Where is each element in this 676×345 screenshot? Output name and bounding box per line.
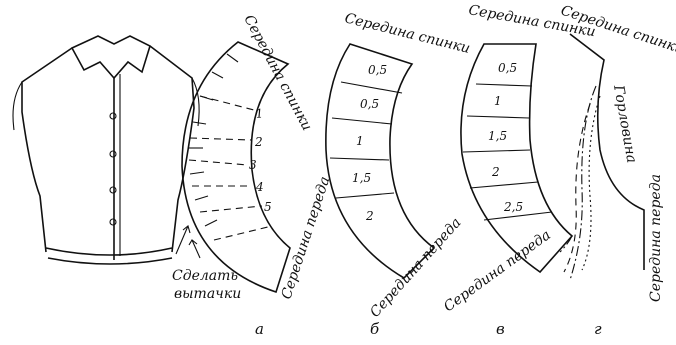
value-b-3: 1 <box>356 134 364 148</box>
value-v-3: 1,5 <box>488 129 507 143</box>
value-b-2: 0,5 <box>360 97 379 111</box>
caption-g: г <box>594 320 602 338</box>
label-front-center-v: Середина переда <box>441 227 554 315</box>
caption-b: б <box>370 320 380 338</box>
value-b-4: 1,5 <box>352 171 371 185</box>
label-neckline: Горловина <box>610 83 640 164</box>
mark-1: 1 <box>255 106 264 121</box>
label-front-center-g: Середина переда <box>648 174 664 302</box>
value-v-5: 2,5 <box>503 200 523 214</box>
caption-v: в <box>496 320 505 338</box>
shirt-sketch <box>12 35 200 265</box>
value-v-2: 1 <box>494 94 502 108</box>
value-b-5: 2 <box>365 209 374 223</box>
panel-b: 0,5 0,5 1 1,5 2 Середина спинки Середина… <box>325 10 472 338</box>
mark-5: 5 <box>264 200 272 214</box>
value-b-1: 0,5 <box>368 63 387 77</box>
mark-4: 4 <box>255 180 264 194</box>
value-v-4: 2 <box>491 165 500 179</box>
label-make-darts-2: вытачки <box>174 286 241 302</box>
mark-3: 3 <box>249 158 257 172</box>
label-back-center-a: Середина спинки <box>240 12 315 133</box>
value-v-1: 0,5 <box>498 61 517 75</box>
label-make-darts-1: Сделать <box>172 268 238 284</box>
mark-2: 2 <box>254 135 263 149</box>
panel-a: 1 2 3 4 5 Середина спинки Середина перед… <box>172 12 333 338</box>
panel-g: Середина спинки Горловина Середина перед… <box>559 3 676 338</box>
label-front-center-a: Середина переда <box>279 175 334 302</box>
caption-a: а <box>255 320 264 338</box>
label-back-center-b: Середина спинки <box>343 10 472 57</box>
dart-ticks <box>189 53 239 227</box>
